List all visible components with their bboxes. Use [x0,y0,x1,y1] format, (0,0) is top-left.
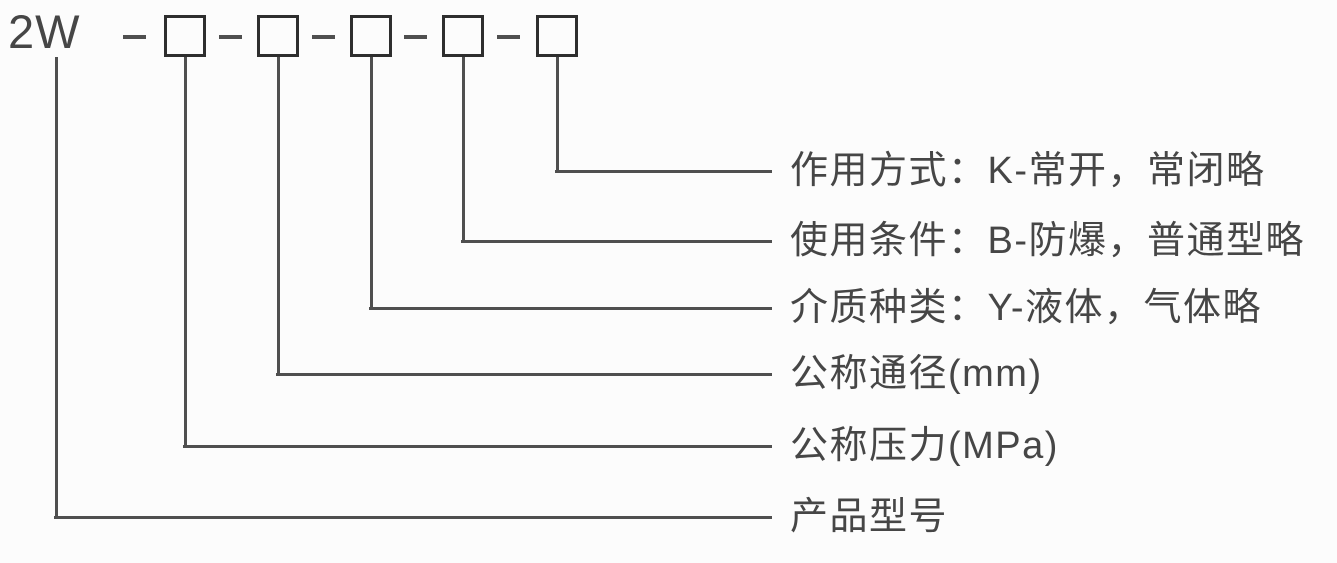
connector-medium-type-hline [369,306,772,310]
label-product-model: 产品型号 [790,496,949,538]
connector-nominal-pressure-vline [183,57,187,447]
connector-service-condition-hline [461,239,772,243]
label-service-condition: 使用条件：B-防爆，普通型略 [790,220,1306,262]
label-action-mode: 作用方式：K-常开，常闭略 [790,150,1266,192]
label-nominal-pressure: 公称压力(MPa) [790,425,1059,467]
connector-medium-type-vline [369,57,373,309]
connector-service-condition-vline [461,57,465,243]
dash-separator [404,35,427,39]
code-box-diameter [257,15,299,57]
dash-separator [497,35,520,39]
label-medium-type: 介质种类：Y-液体，气体略 [790,287,1263,329]
label-nominal-diameter: 公称通径(mm) [790,353,1043,395]
connector-nominal-diameter-hline [276,372,772,376]
dash-separator [219,35,242,39]
dash-separator [123,35,146,39]
connector-action-mode-vline [555,57,559,173]
connector-product-model-hline [54,515,772,519]
dash-separator [312,35,335,39]
code-box-pressure [164,15,206,57]
connector-action-mode-hline [555,169,772,173]
connector-nominal-pressure-hline [183,444,772,448]
code-box-condition [442,15,484,57]
code-box-action [536,15,578,57]
model-prefix: 2W [8,5,81,58]
connector-nominal-diameter-vline [276,57,280,375]
connector-product-model-vline [54,57,58,518]
code-box-medium [350,15,392,57]
